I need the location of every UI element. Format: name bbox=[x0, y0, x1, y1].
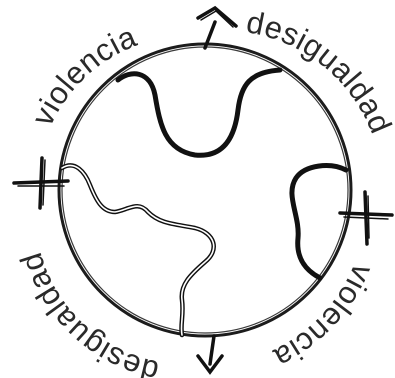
globe bbox=[59, 44, 351, 336]
label-desigualdad-bottom: desigualdad bbox=[13, 248, 162, 378]
right-border-line bbox=[292, 166, 346, 278]
arrow-down-icon bbox=[198, 336, 222, 372]
top-border-line bbox=[118, 70, 280, 155]
globe-outline bbox=[59, 44, 351, 336]
label-violencia-bottom: violencia bbox=[268, 259, 381, 376]
arrow-up-icon bbox=[198, 8, 236, 48]
river-line bbox=[62, 165, 214, 335]
globe-outline-inner bbox=[62, 47, 348, 333]
